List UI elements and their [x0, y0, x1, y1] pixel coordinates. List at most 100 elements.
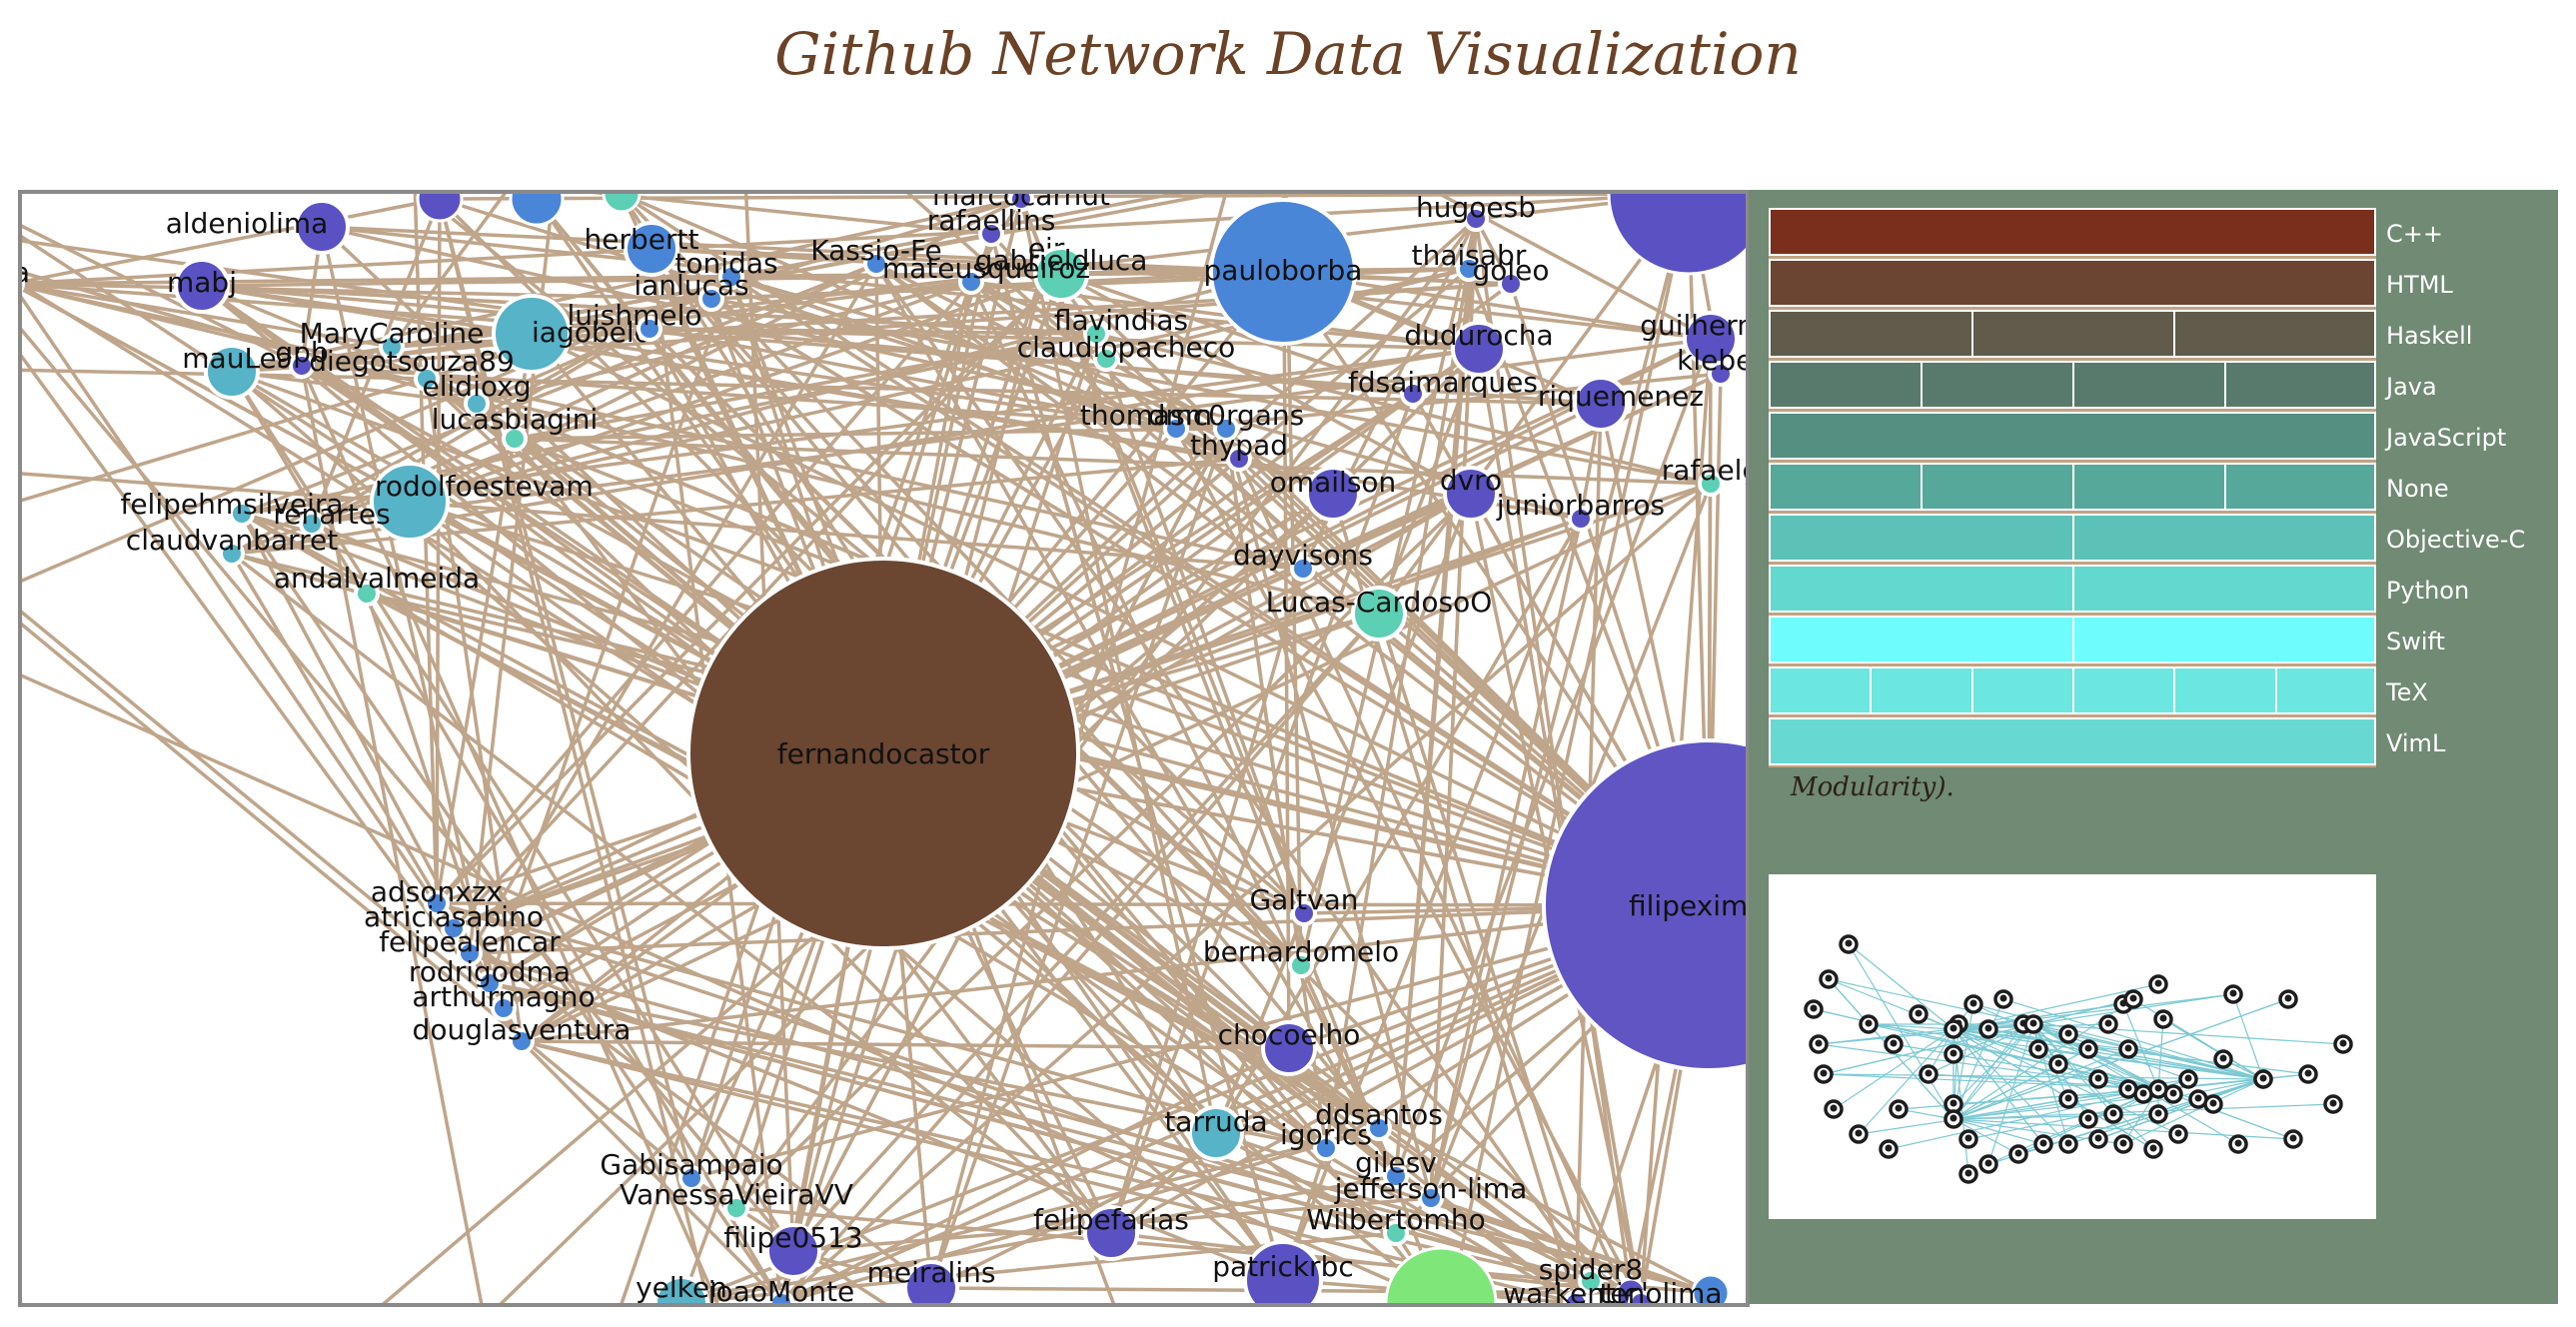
graph-node-joaoMonte[interactable]: joaoMonte: [707, 1275, 854, 1303]
graph-node-circle[interactable]: [299, 511, 325, 537]
graph-node-riquemenez[interactable]: riquemenez: [1538, 376, 1704, 432]
graph-node-dudurocha[interactable]: dudurocha: [1404, 319, 1554, 377]
graph-node-rodolfoestevam[interactable]: rodolfoestevam: [370, 462, 594, 542]
graph-node-circle[interactable]: [491, 995, 517, 1021]
graph-node-flavindias[interactable]: flavindias: [1054, 304, 1188, 347]
graph-node-aldeniolima[interactable]: aldeniolima: [166, 199, 350, 255]
graph-node-ira[interactable]: ira: [22, 256, 30, 295]
graph-node-warkentiel[interactable]: warkentiel: [1503, 1277, 1649, 1303]
graph-node-circle[interactable]: [509, 1028, 535, 1054]
graph-node-atriciasabino[interactable]: atriciasabino: [364, 900, 544, 941]
graph-node-bernardomelo[interactable]: bernardomelo: [1203, 935, 1399, 978]
graph-node-circle[interactable]: [1498, 271, 1524, 297]
graph-node-circle[interactable]: [1573, 376, 1629, 432]
graph-node-claudiopacheco[interactable]: claudiopacheco: [1017, 331, 1236, 372]
graph-node-marcocarhut[interactable]: marcocarhut: [932, 194, 1110, 212]
graph-node-Lucas-CardosoO[interactable]: Lucas-CardosoO: [1266, 586, 1493, 642]
graph-node-circle[interactable]: [718, 264, 744, 290]
graph-node-gabrieldluca[interactable]: gabrieldluca: [975, 244, 1148, 302]
graph-node-circle[interactable]: [1366, 1115, 1392, 1141]
graph-node-mateusqueiroz[interactable]: mateusqueiroz: [882, 252, 1090, 295]
graph-node-circle[interactable]: [1400, 381, 1426, 407]
graph-node-circle[interactable]: [765, 1223, 821, 1279]
graph-node-circle[interactable]: [414, 366, 440, 392]
graph-node-juniorbarros[interactable]: juniorbarros: [1496, 489, 1665, 532]
graph-node-circle[interactable]: [379, 334, 405, 360]
graph-node-meiralins[interactable]: meiralins: [867, 1256, 996, 1303]
graph-node[interactable]: [1691, 1273, 1731, 1303]
graph-node-circle[interactable]: [1288, 952, 1314, 978]
graph-node-circle[interactable]: [1698, 471, 1724, 497]
graph-node-circle[interactable]: [174, 258, 230, 314]
graph-node-circle[interactable]: [1383, 1220, 1409, 1246]
graph-node-ianlucas[interactable]: ianlucas: [634, 269, 749, 312]
graph-node-circle[interactable]: [294, 199, 350, 255]
graph-node-circle[interactable]: [1563, 1290, 1589, 1303]
graph-node-circle[interactable]: [1261, 1020, 1317, 1076]
graph-node-circle[interactable]: [370, 462, 450, 542]
network-graph-panel[interactable]: fernandocastorfilipeximenespauloborbaiag…: [18, 190, 1750, 1307]
graph-node-circle[interactable]: [1213, 416, 1239, 442]
graph-node-circle[interactable]: [219, 541, 245, 567]
graph-node-igorlcs[interactable]: igorlcs: [1280, 1118, 1372, 1161]
graph-node-circle[interactable]: [1628, 1290, 1654, 1303]
graph-node-circle[interactable]: [1291, 900, 1317, 926]
graph-node-felipefarias[interactable]: felipefarias: [1033, 1203, 1189, 1261]
graph-node-circle[interactable]: [1313, 1135, 1339, 1161]
graph-node-jefferson-lima[interactable]: jefferson-lima: [1334, 1172, 1528, 1211]
graph-node-circle[interactable]: [1578, 1268, 1604, 1294]
graph-node-filipe0513[interactable]: filipe0513: [723, 1221, 863, 1279]
graph-node-thaisabr[interactable]: thaisabr: [1412, 239, 1527, 282]
graph-node-circle[interactable]: [1243, 1240, 1323, 1303]
graph-node-filipeximenes[interactable]: filipeximenes: [1542, 738, 1746, 1072]
graph-node-circle[interactable]: [1290, 556, 1316, 582]
graph-node-rafaelg[interactable]: rafaelg: [1662, 454, 1746, 497]
graph-node-MaryCaroline[interactable]: MaryCaroline: [300, 317, 485, 360]
graph-node-chocoelho[interactable]: chocoelho: [1218, 1018, 1361, 1076]
graph-node-hugoesb[interactable]: hugoesb: [1416, 194, 1536, 232]
graph-node-fdsaimarques[interactable]: fdsaimarques: [1348, 366, 1538, 407]
graph-node-circle[interactable]: [464, 391, 490, 417]
graph-node-circle[interactable]: [624, 221, 679, 277]
graph-node[interactable]: [1384, 1246, 1498, 1303]
graph-node-luishmelo[interactable]: luishmelo: [567, 299, 702, 342]
graph-node-circle[interactable]: [229, 501, 255, 527]
graph-node-circle[interactable]: [653, 1275, 709, 1303]
graph-node-circle[interactable]: [1033, 246, 1089, 302]
graph-node-tarruda[interactable]: tarruda: [1164, 1105, 1268, 1161]
graph-node-circle[interactable]: [204, 344, 260, 400]
graph-node-circle[interactable]: [1351, 586, 1407, 642]
graph-node-claudvanbarret[interactable]: claudvanbarret: [126, 524, 338, 567]
graph-node-circle[interactable]: [686, 557, 1080, 950]
graph-node-circle[interactable]: [958, 269, 984, 295]
graph-node-goleo[interactable]: goleo: [1472, 254, 1550, 297]
graph-node-lucasbiagini[interactable]: lucasbiagini: [432, 403, 598, 452]
graph-node[interactable]: [602, 194, 642, 214]
graph-node-herbertt[interactable]: herbertt: [585, 221, 699, 277]
graph-node-spider8[interactable]: spider8: [1539, 1253, 1643, 1294]
graph-node-ddsantos[interactable]: ddsantos: [1315, 1098, 1443, 1141]
graph-node-circle[interactable]: [768, 1290, 794, 1303]
graph-node-circle[interactable]: [1093, 346, 1119, 372]
graph-node-VanessaVieiraVV[interactable]: VanessaVieiraVV: [620, 1178, 853, 1221]
graph-node[interactable]: [1607, 194, 1746, 276]
network-graph[interactable]: fernandocastorfilipeximenespauloborbaiag…: [22, 194, 1746, 1303]
graph-node-fernandocastor[interactable]: fernandocastor: [686, 557, 1080, 950]
graph-node-adsonxzx[interactable]: adsonxzx: [371, 875, 503, 916]
graph-node-Gabisampaio[interactable]: Gabisampaio: [600, 1148, 783, 1191]
graph-node-yelken[interactable]: yelken: [636, 1271, 727, 1303]
graph-node-circle[interactable]: [289, 353, 315, 379]
graph-node-circle[interactable]: [502, 426, 528, 452]
graph-node-dvro[interactable]: dvro: [1440, 464, 1502, 522]
graph-node-circle[interactable]: [1305, 466, 1361, 522]
graph-node-circle[interactable]: [441, 915, 467, 941]
graph-node-tonidas[interactable]: tonidas: [674, 247, 778, 290]
graph-node-circle[interactable]: [1708, 361, 1734, 387]
graph-node-mabj[interactable]: mabj: [167, 258, 237, 314]
graph-node-circle[interactable]: [1083, 321, 1109, 347]
graph-node-circle[interactable]: [678, 1165, 704, 1191]
graph-node[interactable]: [509, 194, 565, 227]
graph-node-circle[interactable]: [1568, 506, 1594, 532]
graph-node-iagobelo[interactable]: iagobelo: [492, 294, 651, 374]
graph-node-circle[interactable]: [1383, 1163, 1409, 1189]
